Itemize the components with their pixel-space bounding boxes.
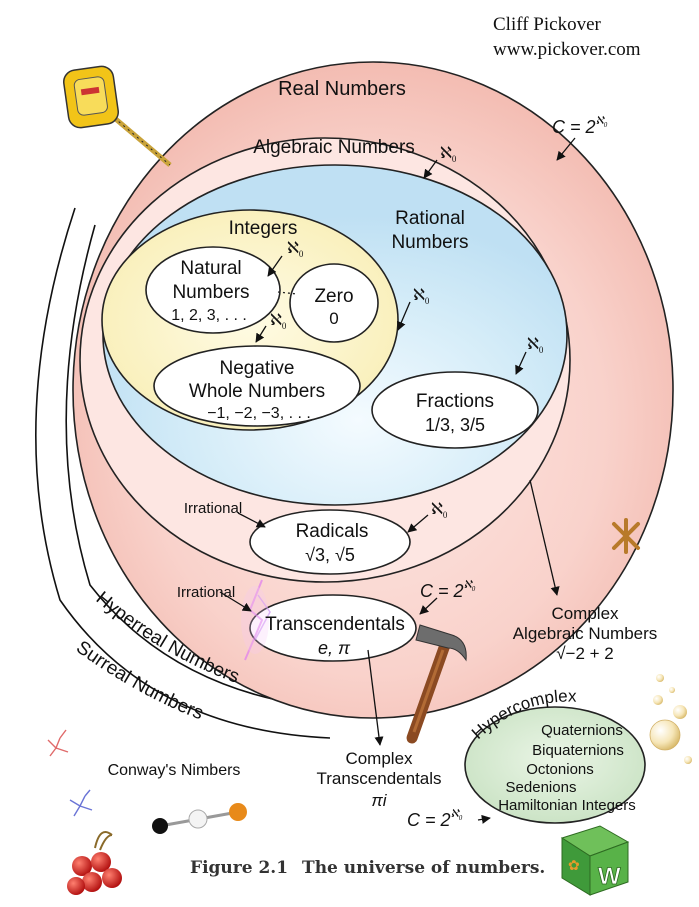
aleph-rational: ℵ0: [413, 287, 430, 306]
surreal-arc: [35, 207, 331, 739]
transcendentals-examples: e, π: [318, 638, 351, 658]
complex-algebraic-line2: Algebraic Numbers: [513, 624, 658, 643]
aleph-labels: ℵ0 ℵ0 ℵ0 ℵ0 ℵ0 ℵ0: [270, 145, 544, 520]
c-hypercomplex-arrow: [477, 814, 491, 824]
figure-caption-text: The universe of numbers.: [302, 858, 546, 878]
complex-transcendental-line2: Transcendentals: [316, 769, 441, 788]
aleph-natural: ℵ0: [287, 240, 304, 259]
transcendentals-set: [249, 594, 417, 662]
complex-algebraic-line1: Complex: [551, 604, 619, 623]
fractions-label: Fractions: [416, 391, 494, 412]
radicals-examples: √3, √5: [305, 545, 355, 565]
real-numbers-label: Real Numbers: [278, 78, 406, 100]
aleph-radicals: ℵ0: [431, 501, 448, 520]
octonions-label: Octonions: [526, 761, 594, 778]
pinwheel-icon-blue: [69, 789, 93, 817]
complex-transcendental-arrow: [367, 649, 384, 746]
hyperreal-arc: [65, 224, 351, 711]
natural-examples: 1, 2, 3, . . .: [171, 307, 247, 324]
c-real: C = 2ℵ0: [552, 115, 608, 137]
quaternions-label: Quaternions: [541, 722, 623, 739]
svg-text:✿: ✿: [568, 857, 580, 873]
fractions-examples: 1/3, 3/5: [425, 415, 485, 435]
aleph-negative: ℵ0: [270, 312, 287, 331]
algebraic-numbers-label: Algebraic Numbers: [253, 137, 415, 158]
hamiltonian-integers-label: Hamiltonian Integers: [498, 797, 636, 814]
c-real-arrow: [556, 137, 576, 161]
figure-caption: Figure 2.1 The universe of numbers.: [190, 858, 545, 878]
radicals-set: [249, 509, 411, 575]
aleph-algebraic: ℵ0: [440, 145, 457, 164]
aleph-negative-arrow: [255, 325, 267, 343]
aleph-algebraic-arrow: [423, 159, 438, 179]
irrational-transcendental-arrow: [219, 591, 252, 612]
c-transcendental-arrow: [419, 597, 438, 615]
c-hypercomplex: C = 2ℵ0: [407, 808, 463, 830]
complex-transcendental-line1: Complex: [345, 749, 413, 768]
figure-number: Figure 2.1: [190, 858, 289, 878]
radicals-label: Radicals: [296, 521, 369, 542]
pinwheel-icon-red: [47, 729, 69, 757]
irrational-label-2: Irrational: [177, 584, 235, 601]
author-name: Cliff Pickover: [493, 14, 601, 35]
sedenions-label: Sedenions: [506, 779, 577, 796]
zero-label: Zero: [314, 286, 353, 307]
zero-set: [289, 263, 379, 343]
author-website[interactable]: www.pickover.com: [493, 39, 641, 60]
transcendentals-label: Transcendentals: [265, 614, 405, 635]
aleph-radicals-arrow: [407, 514, 429, 533]
negative-numbers-set: [153, 345, 361, 427]
aleph-fractions: ℵ0: [527, 336, 544, 355]
rational-label-line2: Numbers: [391, 232, 468, 253]
conway-nimbers-label: Conway's Nimbers: [108, 762, 241, 779]
fractions-set: [371, 371, 539, 449]
integers-label: Integers: [229, 218, 298, 239]
natural-numbers-set: [145, 246, 281, 334]
aleph-fractions-arrow: [515, 351, 527, 375]
arrows: [219, 137, 576, 824]
complex-algebraic-example: √−2 + 2: [556, 644, 614, 663]
rational-label-line1: Rational: [395, 208, 465, 229]
cardinality-labels: C = 2ℵ0 C = 2ℵ0 C = 2ℵ0: [407, 115, 608, 830]
cherries-icon: [67, 831, 122, 895]
zero-value: 0: [329, 309, 338, 328]
tape-measure-icon: [63, 65, 172, 167]
natural-label-line1: Natural: [180, 258, 241, 279]
complex-algebraic-arrow: [529, 479, 560, 596]
svg-text:W: W: [598, 863, 621, 890]
aleph-natural-arrow: [267, 255, 283, 277]
natural-zero-connector: [277, 291, 298, 295]
c-transcendental: C = 2ℵ0: [420, 579, 476, 601]
negative-label-line1: Negative: [220, 358, 295, 379]
molecule-icon: [152, 803, 247, 834]
biquaternions-label: Biquaternions: [532, 742, 624, 759]
aleph-rational-arrow: [397, 301, 411, 331]
author-block: Cliff Pickover www.pickover.com: [493, 12, 641, 62]
irrational-label-1: Irrational: [184, 500, 242, 517]
jacks-icon: [612, 518, 640, 554]
letter-block-icon: W ✿: [560, 825, 630, 896]
irrational-radical-arrow: [237, 512, 266, 528]
negative-label-line2: Whole Numbers: [189, 381, 325, 402]
bubbles-icon: [649, 674, 692, 764]
negative-examples: −1, −2, −3, . . .: [207, 405, 311, 422]
complex-transcendental-example: πi: [371, 791, 387, 810]
natural-label-line2: Numbers: [172, 282, 249, 303]
hammer-icon: [406, 624, 467, 744]
hypercomplex-set: [464, 706, 646, 824]
